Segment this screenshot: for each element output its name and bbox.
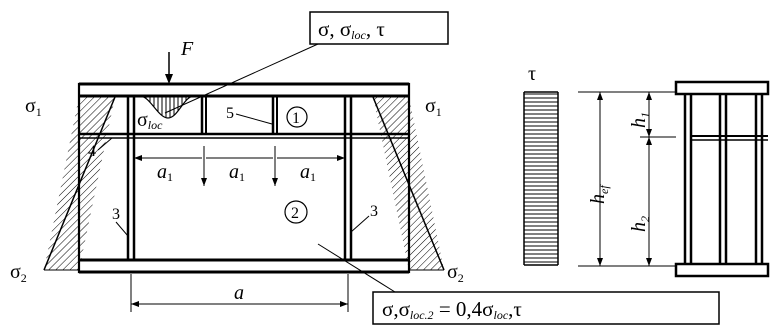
top-stress-box: σ, σloc, τ [309, 11, 449, 45]
a-dimension [130, 274, 349, 312]
leader-top-box [164, 43, 319, 114]
panel-2-label: 2 [291, 205, 299, 222]
force-arrow [165, 52, 173, 84]
bottom-box-text-2: = 0,4σ [434, 297, 494, 321]
svg-text:σ,σloc.2 = 0,4σloc,τ: σ,σloc.2 = 0,4σloc,τ [382, 297, 522, 322]
sigma-loc-label: σloc [137, 109, 163, 132]
short-stiffener-2 [271, 96, 278, 134]
bottom-box-sub-1: loc.2 [410, 308, 434, 322]
panel-1-circle [286, 106, 308, 128]
leader-5 [235, 113, 273, 125]
top-box-sub: loc [351, 28, 366, 42]
callout-5: 5 [226, 105, 234, 122]
a1-label-2: a1 [229, 161, 245, 184]
a1-dimension [134, 146, 345, 186]
bottom-box-sub-2: loc [493, 308, 508, 322]
svg-text:σ, σloc, τ: σ, σloc, τ [318, 17, 385, 42]
sigma2-left-label: σ2 [10, 261, 27, 285]
callout-3-right: 3 [370, 203, 378, 220]
bottom-stress-box: σ,σloc.2 = 0,4σloc,τ [372, 291, 720, 325]
force-label: F [180, 38, 194, 60]
h1-label: h1 [628, 112, 652, 128]
callout-4: 4 [88, 143, 96, 160]
h2-label: h2 [628, 216, 652, 232]
a-label: a [234, 282, 244, 304]
panel-2-circle [284, 200, 308, 224]
h-ef-dimension [578, 91, 676, 267]
transverse-stiffener-left [126, 96, 136, 260]
stress-diagram-left [43, 96, 116, 271]
top-box-text-2: , τ [366, 17, 385, 41]
transverse-stiffener-right [343, 96, 353, 260]
panel-1-label: 1 [292, 110, 300, 127]
sigma1-right-label: σ1 [425, 95, 442, 119]
sigma1-left-label: σ1 [25, 95, 42, 119]
h-ef-label: hef [587, 184, 611, 204]
a1-label-3: a1 [300, 161, 316, 184]
short-stiffener-1 [200, 96, 207, 134]
leader-3-right [350, 215, 370, 233]
tau-diagram [523, 91, 559, 266]
stress-diagram-right [372, 96, 445, 271]
leader-4 [97, 137, 113, 151]
h1-h2-dimension [640, 92, 676, 266]
cross-section [674, 80, 770, 278]
tau-label: τ [528, 63, 536, 85]
sigma2-right-label: σ2 [447, 261, 464, 285]
top-box-text-1: σ, σ [318, 17, 351, 41]
bottom-box-text-3: ,τ [508, 297, 522, 321]
leader-3-left [115, 221, 129, 237]
local-stress-diagram [139, 95, 195, 119]
top-flange [79, 82, 409, 98]
callout-3-left: 3 [112, 206, 120, 223]
leader-bottom-box [317, 243, 396, 293]
a1-label-1: a1 [157, 161, 173, 184]
bottom-box-text-1: σ,σ [382, 297, 410, 321]
